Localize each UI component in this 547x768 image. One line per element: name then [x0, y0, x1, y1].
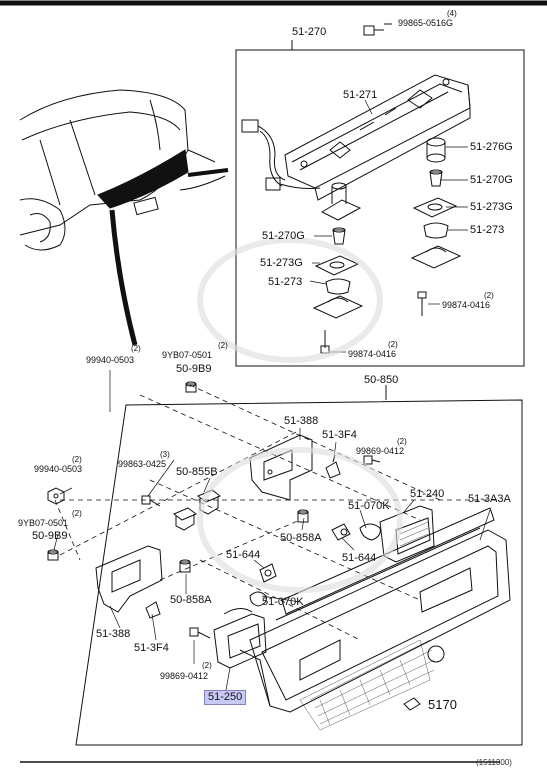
part-label: 51-3A3A: [468, 493, 511, 505]
socket-51-644-right: [331, 523, 351, 541]
part-label: 51-273G: [260, 257, 303, 269]
part-qty: (2): [218, 341, 228, 350]
part-label: 51-388: [96, 628, 131, 640]
part-label: 50-855B: [176, 466, 218, 478]
part-label: 99874-0416: [348, 349, 397, 359]
part-label: 51-273: [268, 276, 303, 288]
leader-lines-top: [309, 99, 468, 353]
bulb-51-070K-right: [359, 523, 381, 541]
part-label: 51-276G: [470, 141, 513, 153]
part-label: 99869-0412: [160, 671, 209, 681]
part-label: 99865-0516G: [398, 18, 454, 28]
part-label: 99863-0425: [118, 459, 167, 469]
assembly-lines: [54, 384, 500, 641]
screw-99865: [363, 23, 392, 36]
part-label: 51-644: [226, 549, 261, 561]
bracket-51-388-left: [95, 545, 163, 613]
part-qty: (3): [160, 450, 170, 459]
part-label: 99940-0503: [86, 355, 135, 365]
part-label: 9YB07-0501: [162, 350, 213, 360]
part-label: 50-858A: [280, 532, 322, 544]
part-qty: (2): [484, 291, 494, 300]
plug-5170-icon: [403, 697, 421, 711]
part-label: 51-070K: [262, 596, 304, 608]
part-label: 99940-0503: [34, 464, 83, 474]
part-label: 51-644: [342, 552, 377, 564]
part-qty: (2): [388, 340, 398, 349]
part-qty: (2): [72, 455, 82, 464]
clip-51-3F4-right: [325, 454, 341, 479]
part-label: 5170: [428, 697, 457, 712]
bulb-51-070K-left: [249, 591, 267, 607]
clip-51-3F4-left: [145, 601, 161, 619]
part-label: 51-270G: [470, 174, 513, 186]
part-label: 51-270: [292, 26, 327, 38]
lamp-51-250: [213, 608, 267, 669]
clip-50-9B9-left: [47, 549, 59, 561]
part-label: 9YB07-0501: [18, 518, 69, 528]
finisher-box: [47, 370, 523, 746]
socket-stack-right: [410, 137, 462, 316]
part-label: 51-3F4: [134, 642, 169, 654]
socket-51-644-left: [259, 563, 277, 583]
beam-51-271: [284, 74, 471, 201]
socket-stack-left: [312, 182, 364, 354]
part-label: 50-9B9: [176, 363, 212, 375]
diagram-reference-number: (1511300): [476, 758, 512, 767]
part-label: 51-270G: [262, 230, 305, 242]
part-label: 51-271: [343, 89, 378, 101]
part-label: 51-273G: [470, 201, 513, 213]
part-qty: (2): [131, 344, 141, 353]
part-label: 51-3F4: [322, 429, 357, 441]
part-qty: (4): [447, 9, 457, 18]
part-label: 99874-0416: [442, 300, 491, 310]
part-label: 50-850: [364, 374, 399, 386]
part-label: 51-070K: [348, 500, 390, 512]
part-label: 99869-0412: [356, 446, 405, 456]
part-qty: (2): [397, 437, 407, 446]
wire-harness: [241, 119, 321, 191]
part-label: 51-388: [284, 415, 319, 427]
car-illustration: [19, 89, 229, 346]
watermark-logo: [197, 237, 403, 593]
grommet-50-858A-left: [179, 559, 191, 573]
part-label: 51-273: [470, 224, 505, 236]
bracket-51-388-right: [249, 434, 313, 501]
screw-99869-top: [363, 455, 381, 465]
retainers-50-855B: [173, 489, 221, 531]
clip-50-9B9-top: [185, 381, 197, 393]
part-qty: (2): [202, 661, 212, 670]
nut-99940-left: [47, 487, 65, 505]
part-label-highlighted[interactable]: 51-250: [204, 690, 247, 705]
part-qty: (2): [72, 509, 82, 518]
grommet-50-858A-right: [297, 509, 309, 523]
part-label: 51-240: [410, 488, 445, 500]
screw-99869-bottom: [189, 627, 211, 639]
leader-lines-bottom: [53, 370, 491, 691]
license-bracket-box: [235, 23, 525, 367]
part-label: 50-9B9: [32, 530, 68, 542]
rear-finisher-panel-51-3A3A: [239, 507, 511, 731]
screw-99863: [141, 495, 161, 507]
part-label: 50-858A: [170, 594, 212, 606]
